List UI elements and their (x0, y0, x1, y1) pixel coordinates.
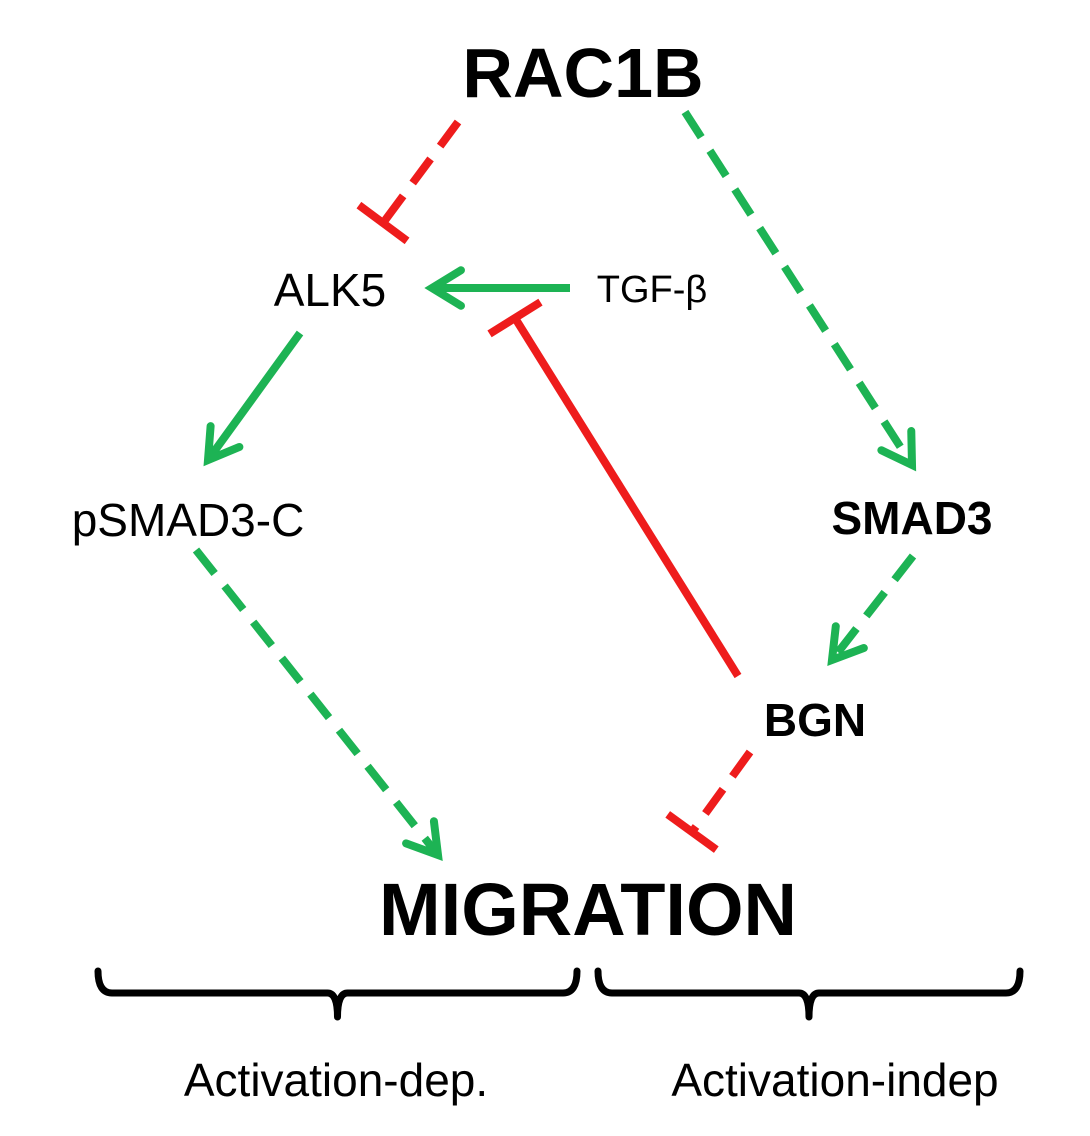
node-tgf-beta: TGF-β (596, 269, 708, 311)
edge-rac1b-alk5-line (379, 119, 462, 226)
node-alk5: ALK5 (273, 264, 387, 316)
node-bgn: BGN (763, 694, 867, 746)
node-psmad3-c: pSMAD3-C (71, 494, 305, 546)
bracket-activation-dependent (94, 967, 581, 1021)
bracket-activation-independent (594, 967, 1024, 1021)
node-rac1b: RAC1B (462, 34, 704, 112)
edge-bgn-tgfb-alk5-bar (487, 298, 543, 338)
edge-bgn-migration-line (688, 749, 754, 835)
bracket-label-activation-dependent: Activation-dep. (183, 1054, 489, 1106)
edge-rac1b-alk5-bar (356, 201, 410, 245)
node-smad3: SMAD3 (831, 492, 993, 544)
node-migration: MIGRATION (379, 868, 797, 951)
edge-bgn-tgfb-alk5-line (511, 315, 742, 679)
edge-psmad3c-migration-head (402, 817, 443, 861)
bracket-label-activation-independent: Activation-indep (671, 1054, 999, 1106)
edge-alk5-psmad3c-line (207, 330, 304, 460)
edge-tgfb-alk5-head (424, 266, 465, 310)
edge-rac1b-smad3-head (877, 427, 917, 472)
edge-rac1b-smad3-line (681, 109, 914, 464)
edge-smad3-bgn-head (827, 622, 868, 667)
edge-alk5-psmad3c-head (203, 422, 244, 467)
edge-smad3-bgn-line (831, 553, 917, 660)
edge-bgn-migration-bar (665, 811, 719, 853)
edge-psmad3c-migration-line (192, 547, 439, 855)
